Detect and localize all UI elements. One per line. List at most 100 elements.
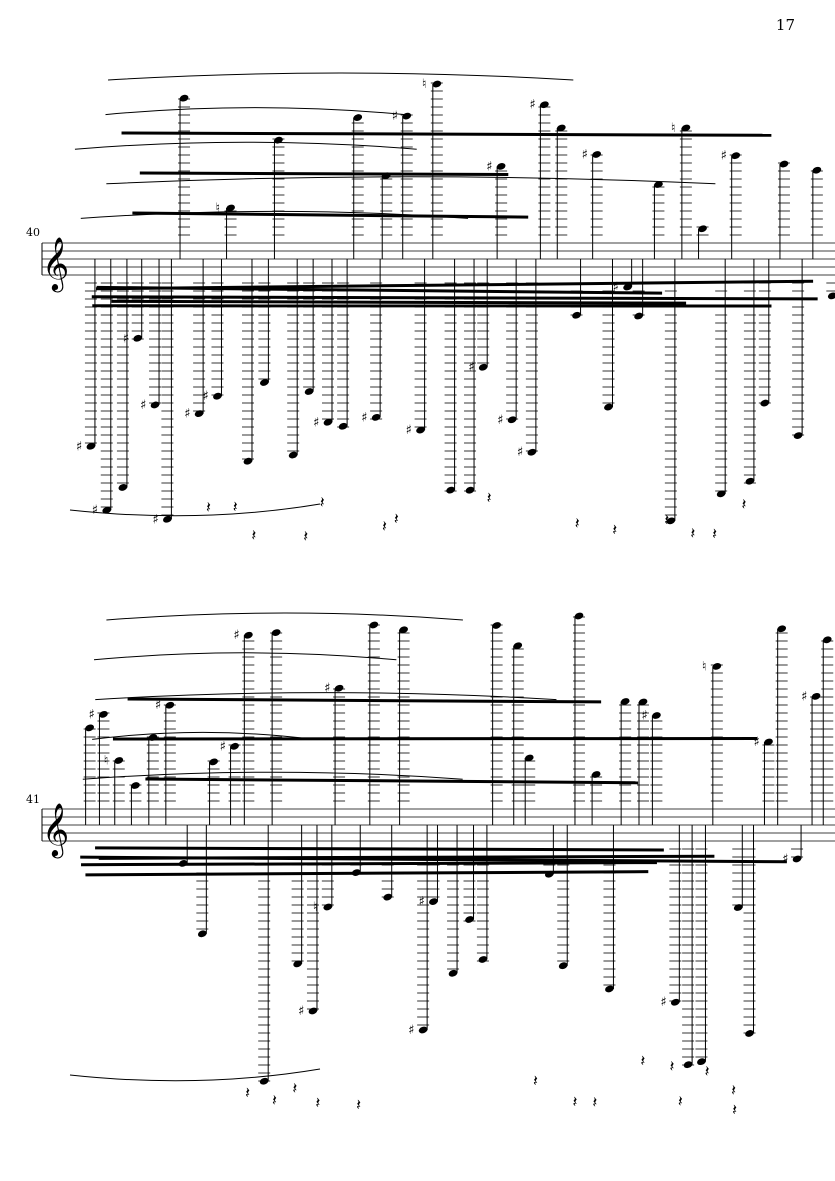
slur — [69, 503, 321, 517]
note-head — [681, 124, 691, 132]
note-head — [605, 985, 614, 993]
quarter-rest-icon: 𝄽 — [382, 516, 387, 535]
quarter-rest-icon: 𝄽 — [394, 509, 399, 528]
note-head — [259, 1077, 269, 1085]
note-head — [243, 457, 253, 465]
note-head — [793, 432, 803, 439]
quarter-rest-icon: 𝄽 — [741, 494, 746, 513]
sharp-icon: ♯ — [233, 628, 239, 643]
beam — [85, 870, 649, 877]
note-head — [85, 724, 94, 732]
note-head — [308, 1007, 318, 1015]
note-head — [418, 1026, 428, 1034]
note-head — [733, 904, 743, 911]
note-head — [271, 629, 281, 636]
slur — [82, 771, 463, 780]
sharp-icon: ♯ — [92, 503, 98, 518]
note-head — [654, 181, 663, 188]
quarter-rest-icon: 𝄽 — [640, 1051, 645, 1070]
note-head — [194, 410, 204, 418]
sharp-icon: ♯ — [486, 159, 492, 174]
beam — [127, 697, 602, 704]
sharp-icon: ♯ — [155, 698, 161, 713]
note-head — [652, 712, 661, 719]
beam — [96, 285, 663, 295]
slur — [80, 210, 469, 219]
note-head — [507, 416, 517, 424]
quarter-rest-icon: 𝄽 — [533, 1071, 538, 1090]
sharp-icon: ♯ — [517, 445, 523, 460]
page-number: 17 — [775, 16, 795, 34]
quarter-rest-icon: 𝄽 — [592, 1093, 597, 1112]
note-head — [369, 621, 379, 629]
beam — [139, 171, 509, 177]
sharp-icon: ♯ — [152, 512, 158, 527]
note-head — [163, 515, 172, 523]
sharp-icon: ♯ — [497, 413, 503, 428]
note-head — [666, 517, 676, 525]
sharp-icon: ♯ — [184, 407, 190, 422]
note-head — [165, 701, 175, 709]
note-head — [822, 636, 832, 644]
beam — [111, 299, 687, 305]
note-head — [260, 379, 269, 386]
note-head — [131, 782, 140, 789]
measure-number-40: 40 — [26, 226, 40, 239]
quarter-rest-icon: 𝄽 — [356, 1095, 361, 1114]
beam — [95, 846, 664, 852]
slur — [74, 141, 417, 150]
slur — [93, 652, 397, 661]
note-head — [827, 292, 835, 300]
sharp-icon: ♯ — [660, 995, 666, 1010]
note-head — [226, 204, 235, 212]
note-head — [524, 754, 534, 762]
sharp-icon: ♮ — [422, 77, 427, 92]
sharp-icon: ♯ — [641, 709, 647, 724]
measure-number-41: 41 — [26, 793, 40, 806]
sharp-icon: ♮ — [104, 753, 109, 768]
note-head — [764, 738, 773, 746]
slur — [106, 612, 463, 621]
sharp-icon: ♯ — [361, 410, 367, 425]
note-head — [478, 363, 488, 371]
note-head — [697, 1058, 706, 1066]
quarter-rest-icon: 𝄽 — [572, 1092, 577, 1111]
note-head — [623, 283, 633, 291]
note-head — [293, 960, 303, 968]
sharp-icon: ♮ — [671, 121, 676, 136]
note-head — [416, 426, 425, 434]
note-head — [399, 626, 408, 634]
note-head — [556, 124, 566, 132]
quarter-rest-icon: 𝄽 — [664, 510, 669, 529]
note-head — [371, 414, 381, 421]
note-head — [86, 442, 96, 450]
sharp-icon: ♯ — [613, 280, 619, 295]
note-head — [446, 486, 455, 494]
note-head — [634, 312, 644, 320]
sharp-icon: ♯ — [582, 147, 588, 162]
sharp-icon: ♮ — [702, 659, 707, 674]
beam — [91, 295, 818, 301]
beam — [121, 131, 772, 137]
note-head — [465, 486, 475, 494]
quarter-rest-icon: 𝄽 — [320, 493, 325, 512]
sharp-icon: ♯ — [406, 423, 412, 438]
note-head — [712, 663, 722, 670]
sharp-icon: ♮ — [216, 201, 221, 216]
system-41: 𝄞♯♮♯♯♯♯♮♯♯♯♯♯♮♯♯♯𝄽𝄽𝄽𝄽𝄽𝄽𝄽𝄽𝄽𝄽𝄽𝄽𝄽𝄽 — [41, 612, 835, 1119]
note-head — [496, 163, 506, 170]
sharp-icon: ♯ — [298, 1004, 304, 1019]
note-head — [558, 962, 568, 970]
sharp-icon: ♯ — [529, 98, 535, 113]
quarter-rest-icon: 𝄽 — [303, 526, 308, 545]
note-head — [811, 693, 821, 700]
sharp-icon: ♯ — [392, 109, 398, 124]
system-40: 𝄞♯♯♯♯♯♯♯♮♯♯♯♯♮♯♯♯♯♯♯♯♮♯𝄽𝄽𝄽𝄽𝄽𝄽𝄽𝄽𝄽𝄽𝄽𝄽𝄽𝄽 — [41, 72, 835, 545]
note-head — [513, 642, 523, 650]
note-head — [716, 490, 726, 498]
quarter-rest-icon: 𝄽 — [272, 1091, 277, 1110]
quarter-rest-icon: 𝄽 — [669, 1057, 674, 1076]
sharp-icon: ♯ — [801, 689, 807, 704]
note-head — [540, 101, 549, 109]
beam — [132, 211, 529, 219]
